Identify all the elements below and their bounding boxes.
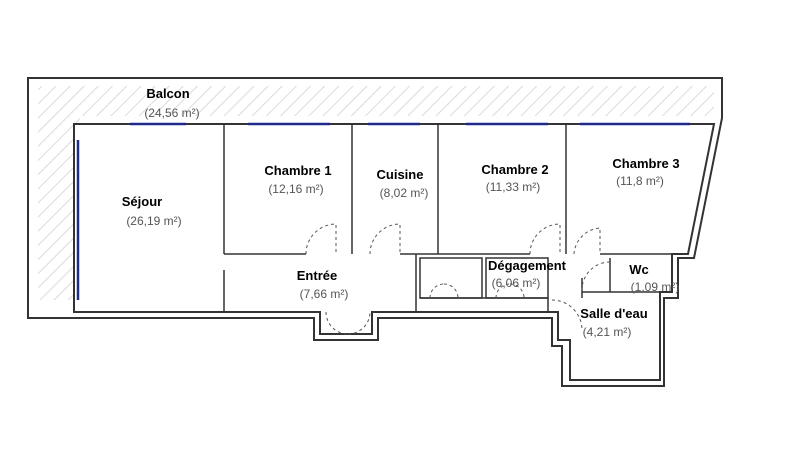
room-area-chambre2: (11,33 m²) (486, 180, 540, 194)
room-name-chambre3: Chambre 3 (612, 156, 679, 171)
door-cupboard-right (495, 283, 525, 299)
room-area-wc: (1,09 m²) (631, 280, 680, 294)
door-entry (325, 311, 371, 335)
room-name-sejour: Séjour (122, 194, 162, 209)
room-name-wc: Wc (629, 262, 649, 277)
cupboard-right (485, 257, 549, 299)
room-name-balcon: Balcon (146, 86, 189, 101)
room-name-salle-deau: Salle d'eau (580, 306, 647, 321)
door-chambre2 (529, 223, 561, 255)
cupboard-left (419, 257, 483, 299)
room-name-entree: Entrée (297, 268, 337, 283)
room-name-cuisine: Cuisine (377, 167, 424, 182)
door-chambre1 (305, 223, 337, 255)
room-area-sejour: (26,19 m²) (126, 214, 181, 228)
room-name-chambre2: Chambre 2 (481, 162, 548, 177)
room-area-balcon: (24,56 m²) (144, 106, 199, 120)
balcony-area (38, 86, 714, 300)
door-cuisine (369, 223, 401, 255)
door-cupboard-left (429, 283, 459, 299)
room-area-cuisine: (8,02 m²) (380, 186, 429, 200)
room-area-chambre1: (12,16 m²) (268, 182, 323, 196)
room-area-degagement: (6,06 m²) (492, 276, 541, 290)
room-area-salle-deau: (4,21 m²) (583, 325, 632, 339)
room-name-chambre1: Chambre 1 (264, 163, 331, 178)
door-salle-deau (551, 299, 583, 331)
room-area-entree: (7,66 m²) (300, 287, 349, 301)
room-area-chambre3: (11,8 m²) (616, 174, 664, 188)
room-name-degagement: Dégagement (488, 258, 567, 273)
